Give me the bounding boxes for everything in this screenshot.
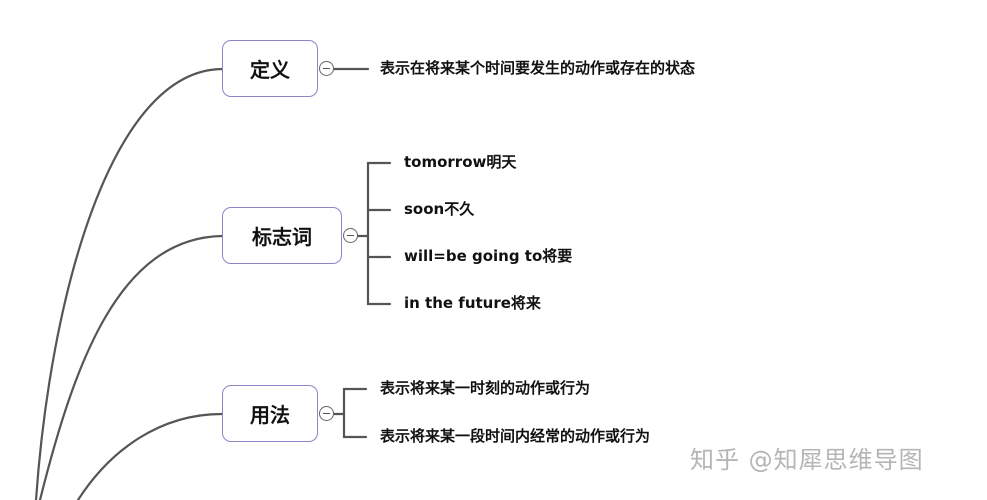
leaf-signal-4[interactable]: in the future将来 [404, 294, 541, 312]
node-definition[interactable]: 定义 [222, 40, 318, 97]
connector-root-usage [76, 412, 224, 500]
leaf-signal-3[interactable]: will=be going to将要 [404, 247, 573, 265]
node-usage-label: 用法 [250, 403, 290, 427]
node-signal-words[interactable]: 标志词 [222, 207, 342, 264]
leaf-usage-1[interactable]: 表示将来某一时刻的动作或行为 [380, 379, 591, 397]
collapse-definition-icon[interactable] [319, 61, 334, 76]
leaf-usage-2[interactable]: 表示将来某一段时间内经常的动作或行为 [380, 427, 651, 445]
connector-root-definition [34, 67, 224, 500]
connector-signal-bracket [366, 161, 392, 306]
leaf-definition-1[interactable]: 表示在将来某个时间要发生的动作或存在的状态 [380, 59, 696, 77]
connector-usage-bracket [342, 387, 368, 439]
leaf-signal-2[interactable]: soon不久 [404, 200, 475, 218]
connector-root-signal-words [38, 234, 224, 500]
node-signal-words-label: 标志词 [252, 225, 312, 249]
watermark-text: 知乎 @知犀思维导图 [690, 446, 924, 474]
collapse-signal-words-icon[interactable] [343, 228, 358, 243]
collapse-usage-icon[interactable] [319, 406, 334, 421]
node-definition-label: 定义 [250, 58, 290, 82]
leaf-signal-1[interactable]: tomorrow明天 [404, 153, 517, 171]
node-usage[interactable]: 用法 [222, 385, 318, 442]
